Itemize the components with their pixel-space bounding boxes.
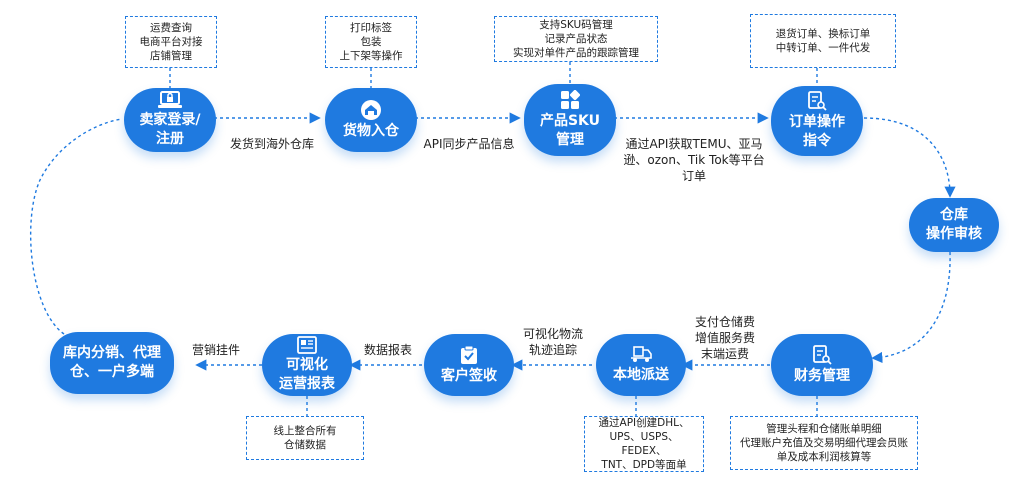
arrow-review-to-finance [871,251,951,364]
edge-label-pay-fees: 支付仓储费 增值服务费 末端运费 [694,315,755,361]
finance-doc-icon [813,344,832,365]
grid-blocks-icon [561,90,580,109]
node-report[interactable]: 可视化 运营报表 [262,334,352,396]
node-review[interactable]: 仓库 操作审核 [909,198,999,252]
order-search-icon [808,91,827,111]
edge-label-data-report: 数据报表 [363,343,412,357]
node-delivery[interactable]: 本地派送 [596,334,686,396]
note-finance: 管理头程和仓储账单明细 代理账户充值及交易明细代理会员账 单及成本利润核算等 [730,416,918,470]
edge-label-api-orders: 通过API获取TEMU、亚马 逊、ozon、Tik Tok等平台 订单 [623,137,765,183]
note-order: 退货订单、换标订单 中转订单、一件代发 [750,14,896,68]
warehouse-icon [361,99,381,120]
edge-label-ship-overseas: 发货到海外仓库 [229,137,314,151]
edge-label-api-sync: API同步产品信息 [423,137,515,151]
clipboard-check-icon [461,345,477,364]
arrow-order-to-review [863,117,956,198]
node-label: 卖家登录/ 注册 [139,112,201,147]
arrow-distribution-to-login [29,118,123,335]
node-label: 订单操作 指令 [789,114,845,149]
edge-label-marketing: 营销挂件 [191,343,240,357]
node-sku[interactable]: 产品SKU 管理 [524,84,616,156]
report-doc-icon [297,336,317,354]
node-label: 货物入仓 [343,122,399,139]
node-finance[interactable]: 财务管理 [771,334,873,396]
node-seller-login[interactable]: 卖家登录/ 注册 [124,88,216,152]
node-label: 仓库 操作审核 [926,207,982,242]
node-receipt[interactable]: 客户签收 [424,334,514,396]
node-label: 库内分销、代理 仓、一户多端 [63,345,161,380]
node-label: 产品SKU 管理 [539,113,601,148]
node-label: 本地派送 [613,366,669,383]
note-seller-login: 运费查询 电商平台对接 店铺管理 [125,16,217,68]
node-label: 财务管理 [794,367,850,384]
note-delivery: 通过API创建DHL、 UPS、USPS、FEDEX、 TNT、DPD等面单 [584,416,704,472]
edge-label-tracking: 可视化物流 轨迹追踪 [522,327,583,357]
node-distribution[interactable]: 库内分销、代理 仓、一户多端 [50,332,174,394]
node-label: 可视化 运营报表 [279,357,335,392]
delivery-truck-icon [631,345,652,362]
node-inbound[interactable]: 货物入仓 [325,88,417,152]
note-sku: 支持SKU码管理 记录产品状态 实现对单件产品的跟踪管理 [494,16,658,62]
node-label: 客户签收 [441,367,497,384]
node-order[interactable]: 订单操作 指令 [771,86,863,156]
laptop-lock-icon [158,91,182,108]
note-inbound: 打印标签 包装 上下架等操作 [325,16,417,68]
note-report: 线上整合所有 仓储数据 [246,416,364,460]
